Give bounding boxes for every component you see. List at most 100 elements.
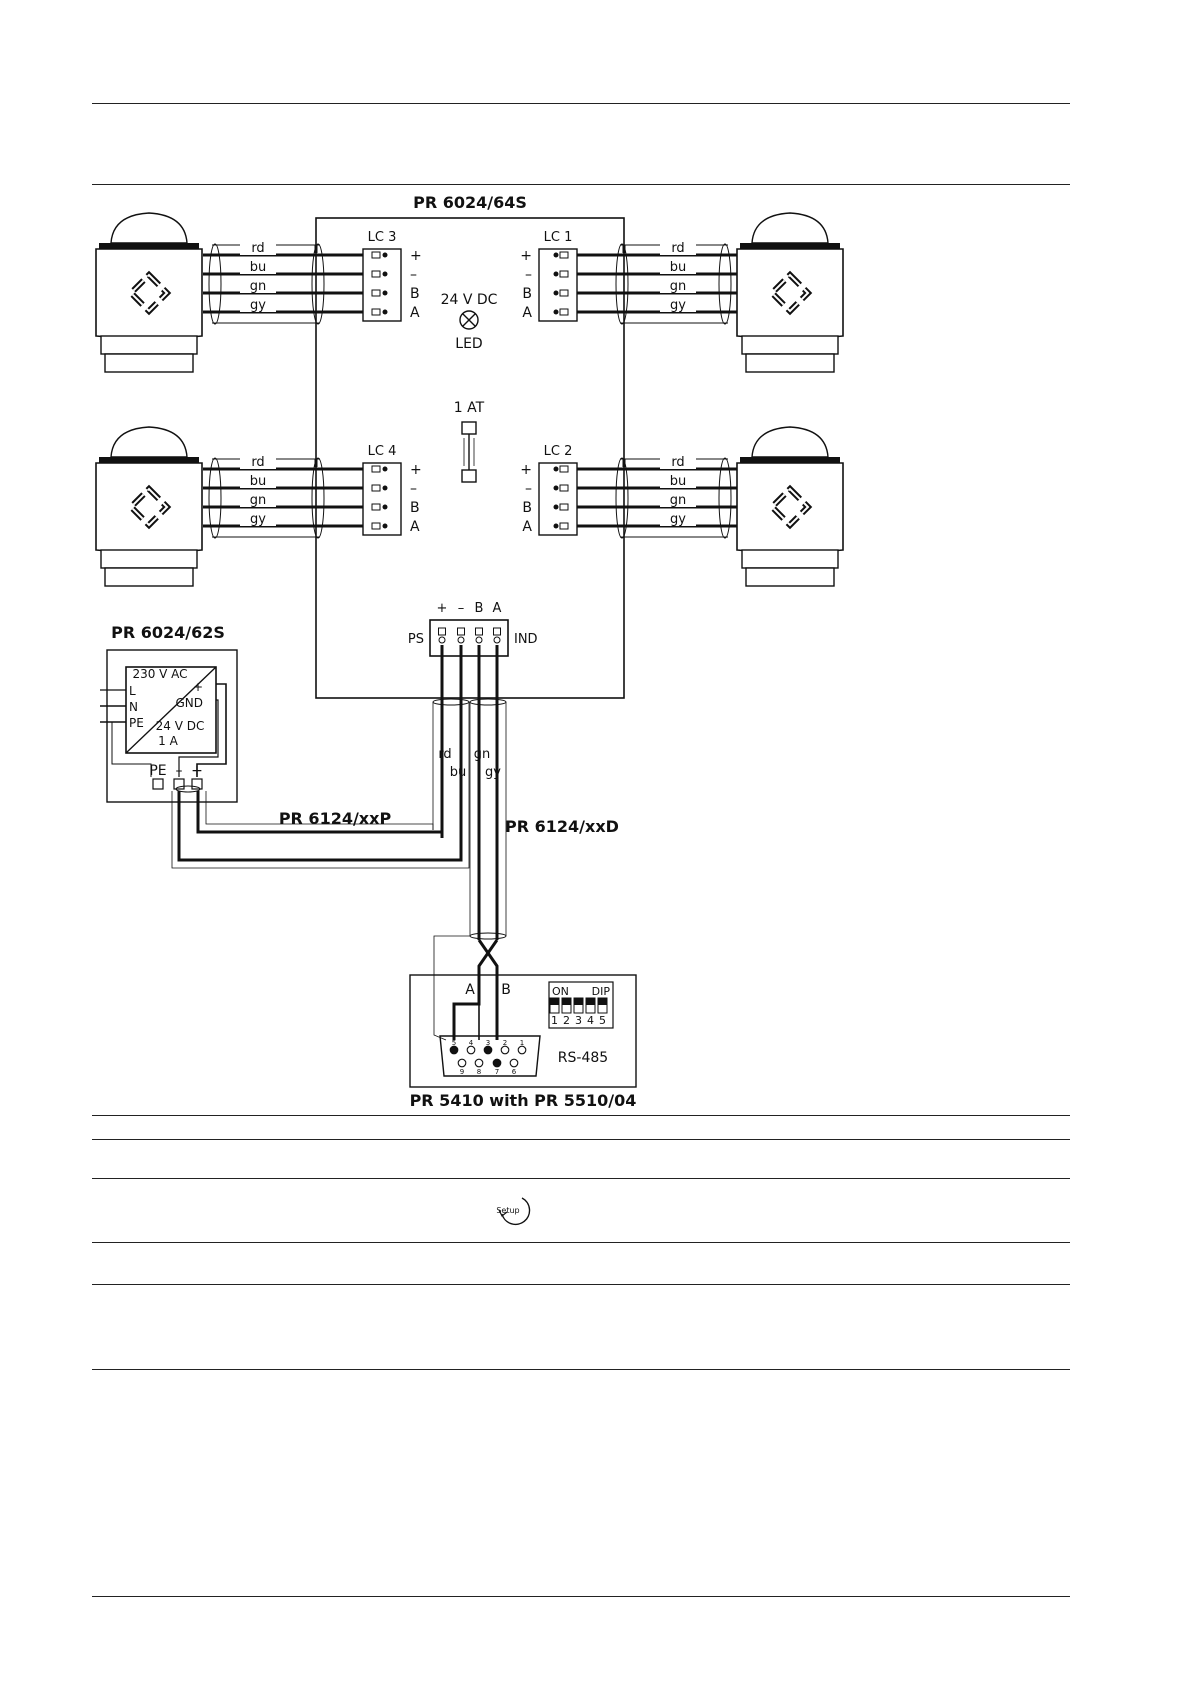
dsub-pin-number: 5	[452, 1039, 456, 1047]
terminal-pin-sign: A	[410, 305, 420, 321]
terminal-pin-sign: B	[522, 500, 532, 516]
wire-color-label-bu: bu	[670, 474, 687, 489]
ps-pin-dot	[438, 636, 446, 644]
wire-color-label-rd: rd	[671, 455, 684, 470]
wire-color-label-gy: gy	[670, 298, 686, 313]
ps-pin-square	[475, 627, 483, 636]
terminal-pin-sign: +	[520, 462, 532, 478]
psu-in-l: L	[129, 684, 136, 698]
dsub-pin	[449, 1045, 459, 1055]
dip-on-label: ON	[552, 985, 569, 998]
ps-pin-dot	[457, 636, 465, 644]
dip-switch-number: 2	[563, 1014, 570, 1027]
led-lamp-icon	[459, 310, 479, 330]
dip-switch-lever	[562, 998, 571, 1005]
dsub-pin	[500, 1045, 510, 1055]
led-label: LED	[455, 336, 482, 352]
ps-pin-square	[493, 627, 501, 636]
psu-out-plus: +	[193, 680, 203, 694]
ps-pin-square	[457, 627, 465, 636]
fuse-label: 1 AT	[454, 400, 485, 416]
dsub-pin-number: 3	[486, 1039, 490, 1047]
rs-a-label: A	[465, 982, 475, 998]
terminal-pin-sign: –	[525, 267, 532, 283]
wire-color-label-bu: bu	[250, 474, 267, 489]
setup-icon: Setup	[496, 1197, 531, 1226]
fuse-icon	[461, 421, 477, 483]
lc-label: LC 2	[544, 444, 573, 459]
wire-color-label-gn: gn	[250, 279, 267, 294]
table-rule-1	[92, 1115, 1070, 1116]
wire-color-label-rd: rd	[671, 241, 684, 256]
junction-box-title: PR 6024/64S	[413, 193, 527, 212]
cable-p-label: PR 6124/xxP	[279, 809, 392, 828]
ps-header-minus: –	[458, 601, 465, 616]
terminal-pin-sign: B	[522, 286, 532, 302]
ps-header-a: A	[493, 601, 502, 616]
table-rule-5	[92, 1284, 1070, 1285]
bus-gy-label: gy	[485, 765, 501, 780]
dsub-pin	[466, 1045, 476, 1055]
psu-out-gnd: GND	[175, 696, 203, 710]
wire-color-label-gy: gy	[670, 512, 686, 527]
psu-title: PR 6024/62S	[111, 623, 225, 642]
lc-label: LC 4	[368, 444, 397, 459]
dsub-pin	[457, 1058, 467, 1068]
terminal-pin-sign: –	[410, 481, 417, 497]
led-voltage-label: 24 V DC	[441, 292, 498, 308]
dsub-pin-number: 6	[512, 1068, 517, 1076]
indicator-label: PR 5410 with PR 5510/04	[410, 1091, 637, 1110]
dip-switch-lever	[550, 998, 559, 1005]
dsub-pin	[483, 1045, 493, 1055]
wire-color-label-rd: rd	[251, 455, 264, 470]
terminal-pin-sign: B	[410, 286, 420, 302]
dsub-pin-number: 1	[520, 1039, 524, 1047]
dsub-pin-number: 9	[460, 1068, 464, 1076]
wire-color-label-gn: gn	[250, 493, 267, 508]
bus-cable: rd bu gn gy	[432, 645, 507, 940]
dsub-pin-number: 7	[495, 1068, 499, 1076]
setup-icon-text: Setup	[496, 1206, 519, 1215]
dip-switch-lever	[574, 998, 583, 1005]
dip-switch-number: 3	[575, 1014, 582, 1027]
dsub-pin	[492, 1058, 502, 1068]
dip-switch-lever	[586, 998, 595, 1005]
dip-switch-number: 4	[587, 1014, 594, 1027]
ind-label: IND	[514, 632, 538, 647]
terminal-pin-sign: A	[522, 305, 532, 321]
wire-color-label-gn: gn	[670, 279, 687, 294]
rs-b-label: B	[501, 982, 511, 998]
junction-box-outline	[315, 217, 625, 699]
wire-color-label-gy: gy	[250, 298, 266, 313]
ps-pin-dot	[475, 636, 483, 644]
load-cell-icon	[95, 212, 203, 373]
psu-in-pe: PE	[129, 716, 144, 730]
ps-header-b: B	[475, 601, 484, 616]
dsub-pin	[474, 1058, 484, 1068]
psu-term-pe: PE	[149, 763, 166, 779]
terminal-pin-sign: B	[410, 500, 420, 516]
top-rule	[92, 103, 1070, 104]
header-rule	[92, 184, 1070, 185]
wire-color-label-rd: rd	[251, 241, 264, 256]
wire-color-label-bu: bu	[670, 260, 687, 275]
ps-label: PS	[408, 632, 424, 647]
table-rule-2	[92, 1139, 1070, 1140]
dsub-pin	[517, 1045, 527, 1055]
dip-switch-lever	[598, 998, 607, 1005]
terminal-pin-sign: –	[410, 267, 417, 283]
psu-term-plus: +	[191, 763, 203, 779]
table-rule-6	[92, 1369, 1070, 1370]
table-rule-3	[92, 1178, 1070, 1179]
ps-pin-dot	[493, 636, 501, 644]
dip-switch-number: 1	[551, 1014, 558, 1027]
lc-label: LC 3	[368, 230, 397, 245]
terminal-pin-sign: +	[410, 248, 422, 264]
wire-color-label-gn: gn	[670, 493, 687, 508]
ps-pin-square	[438, 627, 446, 636]
